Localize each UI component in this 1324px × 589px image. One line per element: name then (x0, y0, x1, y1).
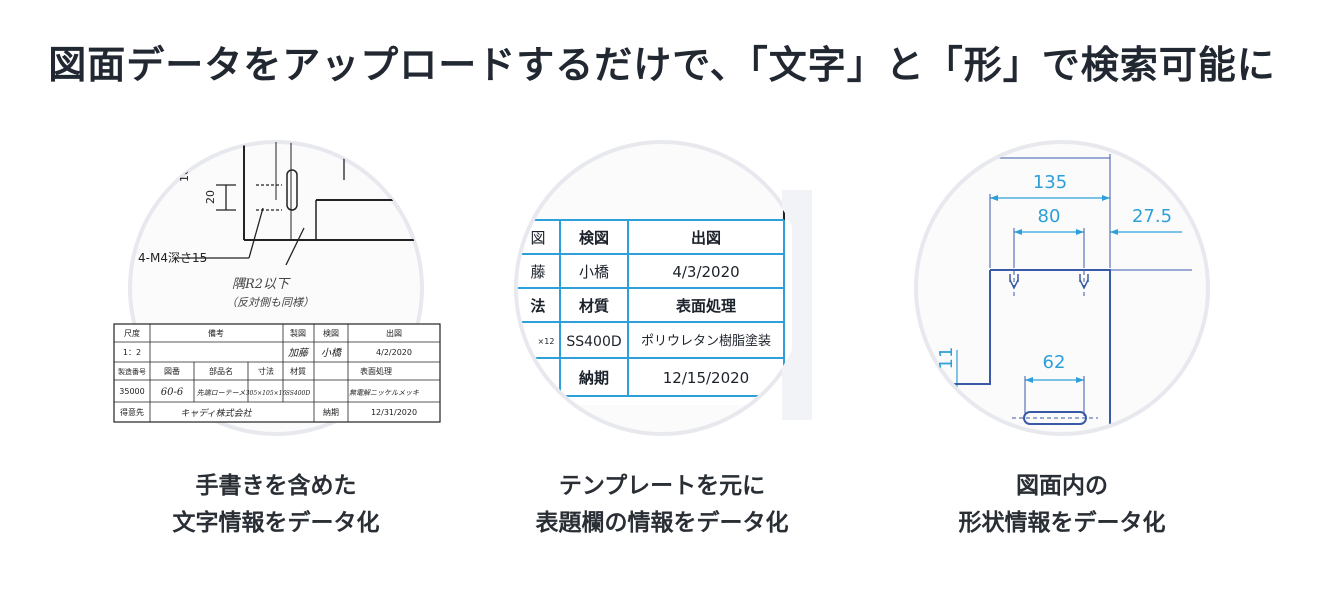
tb-cell: 小橋 (321, 347, 343, 359)
illustration-title-block: 図 検図 出図 藤 小橋 4/3/2020 法 材質 表面処理 ×12 SS40… (472, 140, 852, 440)
tb-cell: 検図 (323, 328, 339, 338)
caption-line-2: 表題欄の情報をデータ化 (535, 510, 789, 536)
tb-cell: 4/2/2020 (376, 348, 412, 357)
table-cell: 法 (530, 297, 545, 315)
table-cell: ポリウレタン樹脂塗装 (641, 333, 771, 349)
dim-135-label: 135 (1033, 172, 1067, 193)
tb-cell: キャディ株式会社 (180, 408, 252, 419)
table-cell: 納期 (579, 369, 609, 387)
feature-template-caption: テンプレートを元に 表題欄の情報をデータ化 (472, 468, 852, 542)
hand-note-2: （反対側も同様） (226, 296, 314, 309)
tb-cell: 出図 (386, 328, 402, 338)
tb-cell: 製造番号 (118, 367, 146, 376)
caption-line-1: 図面内の (1016, 473, 1108, 499)
table-cell: 4/3/2020 (672, 263, 739, 281)
tb-cell: 12/31/2020 (371, 408, 417, 417)
table-cell: 検図 (579, 229, 609, 247)
tb-cell: 納期 (323, 407, 339, 417)
tb-cell: 1：2 (123, 348, 141, 357)
illustration-handwritten-drawing: 10 20 4-M4深さ15 隅R2以下 （反対側も同様） (86, 140, 466, 440)
shape-drawing-svg: 135 80 27.5 62 11 (914, 140, 1210, 436)
tb-cell: 部品名 (209, 366, 233, 376)
table-cell: 小橋 (579, 263, 609, 281)
table-cell: SS400D (566, 334, 621, 350)
feature-handwriting-caption: 手書きを含めた 文字情報をデータ化 (86, 468, 466, 542)
title-block: 尺度 備考 製図 検図 出図 1：2 加藤 小橋 4/2/2020 製造番号 図… (113, 323, 441, 423)
tb-cell: 無電解ニッケルメッキ (349, 389, 419, 397)
illustration-shape-drawing: 135 80 27.5 62 11 (872, 140, 1252, 440)
dim-11-label: 11 (936, 347, 957, 370)
dim-62-label: 62 (1043, 352, 1066, 373)
feature-shape-caption: 図面内の 形状情報をデータ化 (872, 468, 1252, 542)
page-headline: 図面データをアップロードするだけで、「文字」と「形」で検索可能に (48, 43, 1276, 87)
thread-note: 4-M4深さ15 (138, 251, 207, 265)
tb-cell: 得意先 (120, 407, 144, 417)
feature-shape: 135 80 27.5 62 11 図面内の 形状情報をデータ化 (872, 140, 1252, 536)
table-cell: 材質 (579, 297, 609, 315)
tb-cell: 備考 (208, 328, 224, 338)
hand-note-1: 隅R2以下 (232, 277, 291, 292)
table-cell: 藤 (530, 263, 545, 281)
tb-cell: 製図 (290, 328, 306, 338)
dim-20-label: 20 (204, 190, 217, 204)
feature-handwriting: 10 20 4-M4深さ15 隅R2以下 （反対側も同様） (86, 140, 466, 536)
table-cell: 図 (530, 229, 545, 247)
tb-cell: 305×105×16 (246, 390, 287, 397)
caption-line-2: 形状情報をデータ化 (958, 510, 1166, 536)
tb-cell: 材質 (290, 366, 306, 376)
caption-line-1: 手書きを含めた (195, 473, 357, 499)
caption-line-1: テンプレートを元に (558, 473, 766, 499)
table-cell: ×12 (538, 337, 555, 346)
tb-cell: 60-6 (161, 387, 184, 398)
caption-line-2: 文字情報をデータ化 (172, 510, 380, 536)
table-cell: 出図 (691, 229, 721, 247)
dim-27-5-label: 27.5 (1132, 206, 1172, 227)
tb-cell: SS400D (286, 390, 311, 397)
tb-cell: 先端ローテーメ (197, 389, 246, 397)
dim-80-label: 80 (1038, 206, 1061, 227)
tb-cell: 35000 (119, 387, 144, 396)
tb-cell: 尺度 (124, 328, 140, 338)
tb-cell: 図番 (164, 366, 180, 376)
tb-cell: 寸法 (258, 366, 274, 376)
handwritten-drawing-svg: 10 20 4-M4深さ15 隅R2以下 （反対側も同様） (113, 140, 441, 436)
tb-cell: 加藤 (288, 347, 310, 359)
tb-cell: 表面処理 (360, 366, 392, 376)
title-block-svg: 図 検図 出図 藤 小橋 4/3/2020 法 材質 表面処理 ×12 SS40… (514, 140, 812, 436)
feature-template: 図 検図 出図 藤 小橋 4/3/2020 法 材質 表面処理 ×12 SS40… (472, 140, 852, 536)
table-cell: 12/15/2020 (663, 369, 749, 387)
table-cell: 表面処理 (676, 297, 736, 315)
